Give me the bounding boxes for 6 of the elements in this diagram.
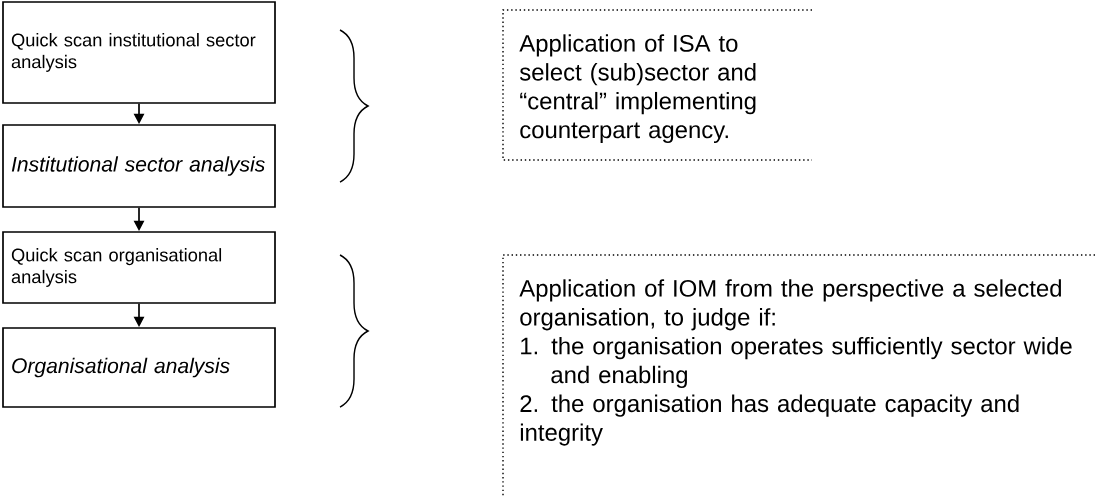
process-box: Organisational analysis <box>2 327 276 408</box>
process-box: Institutional sector analysis <box>2 124 276 208</box>
note-panel: Application of ISA to select (sub)sector and “central” implementing counterpart agency. <box>502 9 813 161</box>
process-box: Quick scan organisational analysis <box>2 231 276 304</box>
note-panel: Application of IOM from the perspective a selected organisation, to judge if: 1. the organisation operates sufficiently sector wide and enabling 2. the organisation has adequate capacity and integrity <box>502 254 1096 498</box>
process-box: Quick scan institutional sector analysis <box>2 1 276 104</box>
